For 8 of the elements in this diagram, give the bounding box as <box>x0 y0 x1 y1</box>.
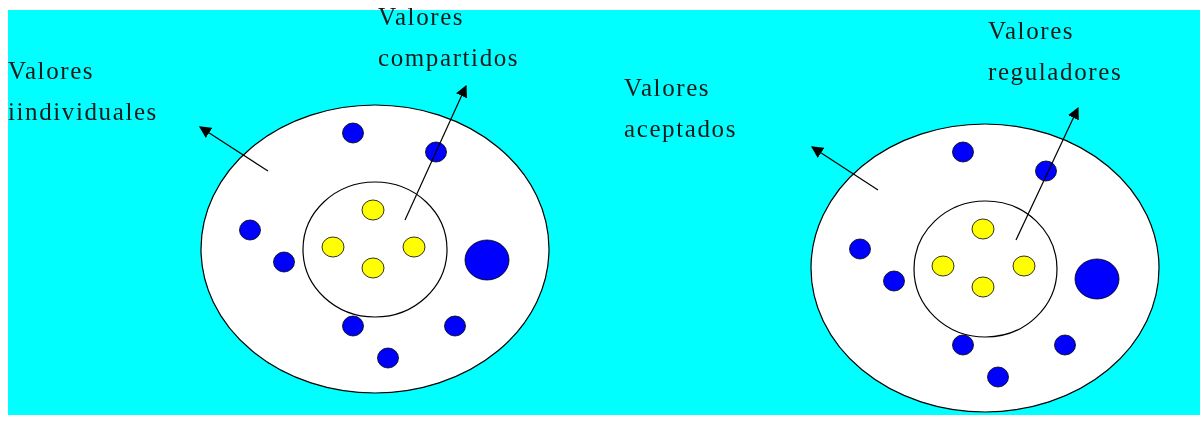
value-label: Valores iindividuales <box>8 56 159 127</box>
value-label: Valores reguladores <box>988 16 1124 87</box>
arrow <box>199 126 269 172</box>
arrow <box>404 84 467 221</box>
value-label: Valores compartidos <box>378 2 521 73</box>
value-label: Valores aceptados <box>624 73 738 144</box>
arrow <box>1015 106 1079 241</box>
arrow <box>811 146 879 191</box>
